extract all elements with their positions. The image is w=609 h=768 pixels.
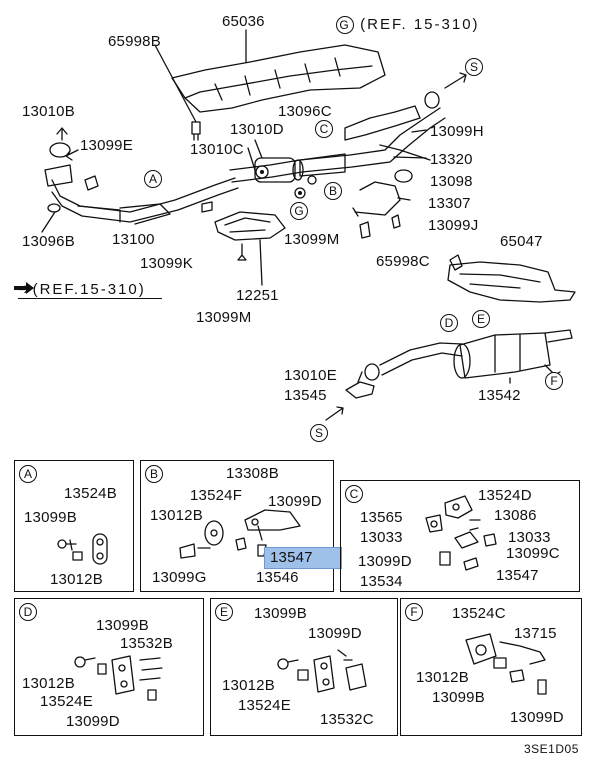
box-e-label-13012B: 13012B: [222, 677, 275, 694]
box-f-label-13099D: 13099D: [510, 709, 564, 726]
circle-d: D: [440, 314, 458, 332]
box-e-label-13099B: 13099B: [254, 605, 307, 622]
heat-shield-65047: [447, 261, 576, 303]
ref-g-circle: G: [336, 16, 354, 34]
box-b-label-13524F: 13524F: [190, 487, 243, 504]
box-a-label-13524B: 13524B: [64, 485, 117, 502]
highlighted-part-13547: [264, 547, 342, 569]
label-13010B: 13010B: [22, 103, 75, 120]
box-e-label-13099D: 13099D: [308, 625, 362, 642]
label-13096C: 13096C: [278, 103, 332, 120]
box-d-label-13099D: 13099D: [66, 713, 120, 730]
box-a-tag: A: [19, 465, 37, 483]
label-13542: 13542: [478, 387, 521, 404]
detail-box-c: C: [340, 480, 580, 592]
box-d-tag: D: [19, 603, 37, 621]
box-b-label-13547: 13547: [270, 549, 313, 566]
box-b-label-13099G: 13099G: [152, 569, 207, 586]
label-13099M-b: 13099M: [196, 309, 252, 326]
circle-a: A: [144, 170, 162, 188]
reference-top: G (REF. 15-310): [336, 16, 480, 34]
box-c-label-13547: 13547: [496, 567, 539, 584]
box-c-label-13099D: 13099D: [358, 553, 412, 570]
ref-top-text: (REF. 15-310): [360, 15, 480, 33]
box-c-label-13086: 13086: [494, 507, 537, 524]
label-13100: 13100: [112, 231, 155, 248]
box-e-label-13532C: 13532C: [320, 711, 374, 728]
detail-box-e: E: [210, 598, 398, 736]
center-pipe: [229, 107, 441, 171]
box-d-label-13099B: 13099B: [96, 617, 149, 634]
label-13099J: 13099J: [428, 217, 479, 234]
box-f-label-13012B: 13012B: [416, 669, 469, 686]
box-d-label-13524E: 13524E: [40, 693, 93, 710]
circle-b: B: [324, 182, 342, 200]
box-b-label-13012B: 13012B: [150, 507, 203, 524]
heat-shield-65036: [171, 44, 386, 113]
detail-box-a: A: [14, 460, 134, 592]
box-c-label-13033-b: 13033: [508, 529, 551, 546]
circle-s-top: S: [465, 58, 483, 76]
box-c-label-13524D: 13524D: [478, 487, 532, 504]
box-d-label-13012B: 13012B: [22, 675, 75, 692]
box-f-label-13099B: 13099B: [432, 689, 485, 706]
label-13099H: 13099H: [430, 123, 484, 140]
circle-g: G: [290, 202, 308, 220]
label-13099E: 13099E: [80, 137, 133, 154]
circle-c: C: [315, 120, 333, 138]
box-c-label-13033-a: 13033: [360, 529, 403, 546]
label-65036: 65036: [222, 13, 265, 30]
box-d-label-13532B: 13532B: [120, 635, 173, 652]
box-b-label-13308B: 13308B: [226, 465, 279, 482]
detail-box-f: F: [400, 598, 582, 736]
box-c-label-13565: 13565: [360, 509, 403, 526]
box-e-label-13524E: 13524E: [238, 697, 291, 714]
label-13098: 13098: [430, 173, 473, 190]
circle-e: E: [472, 310, 490, 328]
circle-f: F: [545, 372, 563, 390]
label-65047: 65047: [500, 233, 543, 250]
box-f-label-13715: 13715: [514, 625, 557, 642]
box-b-tag: B: [145, 465, 163, 483]
heat-insulator-12251: [214, 211, 286, 241]
detail-box-d: D: [14, 598, 204, 736]
box-c-label-13099C: 13099C: [506, 545, 560, 562]
label-65998B: 65998B: [108, 33, 161, 50]
box-f-tag: F: [405, 603, 423, 621]
detail-box-b: B: [140, 460, 334, 592]
reference-left: ➔(REF.15-310): [18, 281, 146, 298]
label-13010E: 13010E: [284, 367, 337, 384]
circle-s-bottom: S: [310, 424, 328, 442]
label-12251: 12251: [236, 287, 279, 304]
box-c-label-13534: 13534: [360, 573, 403, 590]
label-65998C: 65998C: [376, 253, 430, 270]
box-c-tag: C: [345, 485, 363, 503]
box-f-label-13524C: 13524C: [452, 605, 506, 622]
box-a-label-13012B: 13012B: [50, 571, 103, 588]
label-13096B: 13096B: [22, 233, 75, 250]
label-13010C: 13010C: [190, 141, 244, 158]
front-pipe-13100: [51, 177, 236, 213]
box-b-label-13546: 13546: [256, 569, 299, 586]
box-e-tag: E: [215, 603, 233, 621]
label-13099M-a: 13099M: [284, 231, 340, 248]
box-a-label-13099B: 13099B: [24, 509, 77, 526]
reference-underline: [18, 298, 162, 299]
label-13099K: 13099K: [140, 255, 193, 272]
drawing-code: 3SE1D05: [524, 742, 579, 756]
main-muffler-13542: [459, 332, 551, 379]
label-13307: 13307: [428, 195, 471, 212]
label-13320: 13320: [430, 151, 473, 168]
label-13545: 13545: [284, 387, 327, 404]
box-b-label-13099D: 13099D: [268, 493, 322, 510]
label-13010D: 13010D: [230, 121, 284, 138]
